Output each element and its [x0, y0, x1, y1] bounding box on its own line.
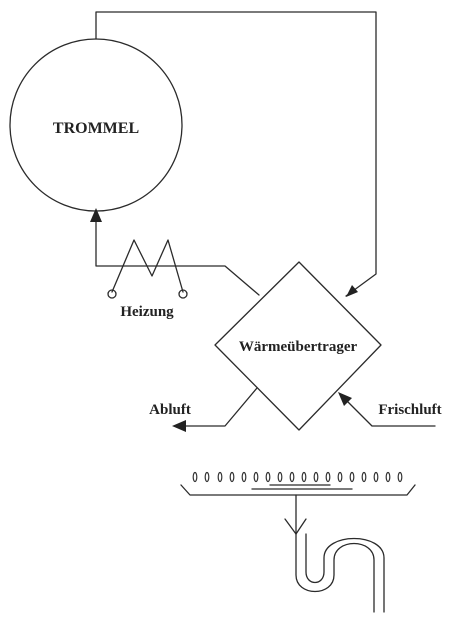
drain-siphon	[284, 494, 385, 613]
fresh-air-arrow-icon	[338, 392, 352, 406]
condensate-tray	[180, 471, 416, 496]
heater: Heizung	[107, 239, 188, 320]
heater-terminal-right-icon	[178, 289, 188, 299]
siphon-pipe	[295, 533, 375, 613]
arrow-into-drum-icon	[90, 208, 102, 222]
heat-exchanger-label: Wärmeübertrager	[239, 339, 358, 355]
exhaust-air: Abluft	[149, 387, 258, 432]
heater-terminal-left-icon	[107, 289, 117, 299]
condensate-drips	[192, 471, 403, 483]
arrow-into-heat-exchanger-icon	[346, 285, 358, 297]
heat-exchanger: Wärmeübertrager	[214, 261, 382, 431]
supply-duct-line	[95, 216, 260, 296]
exhaust-air-line	[182, 387, 258, 427]
supply-duct	[90, 208, 260, 296]
siphon-pipe-inner	[305, 533, 385, 613]
return-duct	[95, 11, 377, 297]
drum-label: TROMMEL	[53, 120, 139, 137]
heater-zigzag-icon	[111, 239, 184, 293]
drum: TROMMEL	[9, 38, 183, 212]
fresh-air-label: Frischluft	[378, 402, 441, 418]
fresh-air-line	[341, 395, 436, 427]
exhaust-label: Abluft	[149, 402, 191, 418]
fresh-air: Frischluft	[338, 392, 442, 427]
exhaust-arrow-icon	[172, 420, 186, 432]
tray-outline	[180, 484, 416, 496]
heat-exchanger-diamond	[214, 261, 382, 431]
return-duct-line	[95, 11, 377, 297]
heater-label: Heizung	[120, 304, 174, 320]
